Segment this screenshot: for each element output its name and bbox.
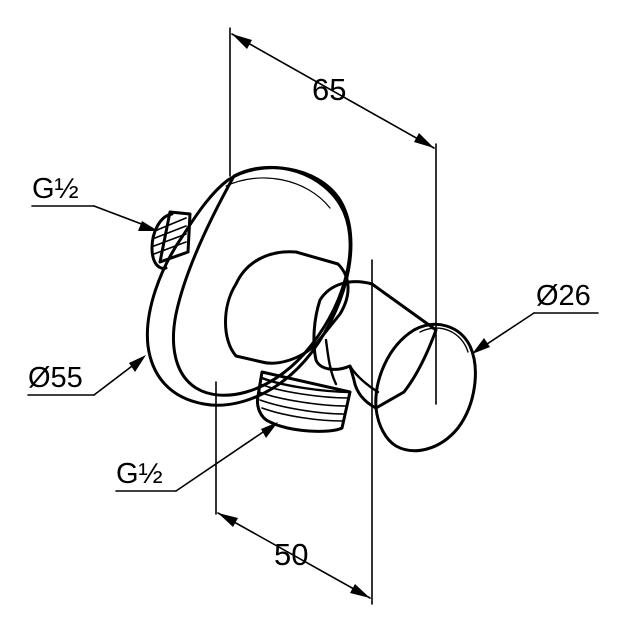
flange-rim bbox=[145, 166, 353, 407]
flange-face bbox=[172, 166, 352, 397]
diameter-26-label: Ø26 bbox=[536, 280, 591, 312]
dimension-50: 50 bbox=[215, 259, 373, 605]
dim-50-label: 50 bbox=[274, 537, 308, 572]
callout-g12-inlet: G½ bbox=[31, 173, 158, 231]
wall-outlet-outline bbox=[145, 166, 477, 453]
outlet-thread-nipple bbox=[256, 370, 352, 433]
g12-inlet-label: G½ bbox=[32, 173, 79, 205]
dim-65-label: 65 bbox=[312, 72, 346, 107]
g12-outlet-label: G½ bbox=[116, 458, 163, 490]
callout-diameter-26: Ø26 bbox=[472, 280, 599, 354]
holder-cap bbox=[374, 322, 477, 453]
dimension-65: 65 bbox=[229, 27, 437, 405]
rear-thread-nipple bbox=[150, 210, 192, 270]
holder-arm bbox=[224, 250, 350, 365]
callout-g12-outlet: G½ bbox=[115, 422, 278, 492]
callout-diameter-55: Ø55 bbox=[27, 355, 146, 396]
diameter-55-label: Ø55 bbox=[28, 362, 83, 394]
